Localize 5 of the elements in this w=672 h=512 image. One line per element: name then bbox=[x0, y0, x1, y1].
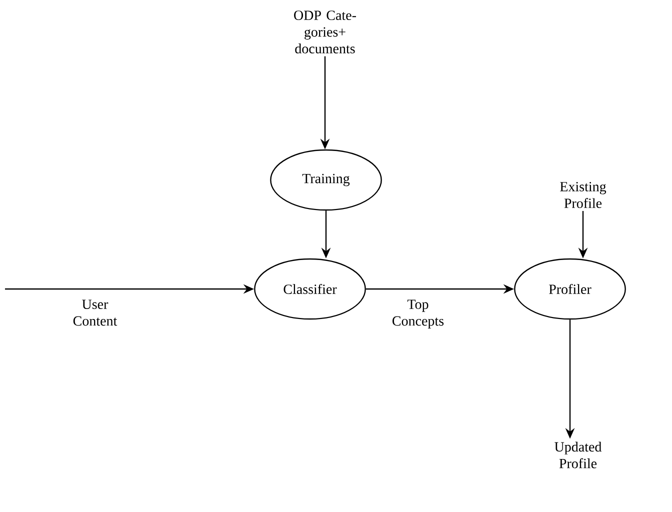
input-text: Existing Profile bbox=[560, 182, 606, 208]
edge-label: User Content bbox=[73, 300, 118, 326]
output-text: Updated Profile bbox=[554, 442, 602, 468]
edge-label: Top Concepts bbox=[392, 300, 444, 329]
input-text: ODP Cate-gories+ documents bbox=[294, 10, 356, 54]
